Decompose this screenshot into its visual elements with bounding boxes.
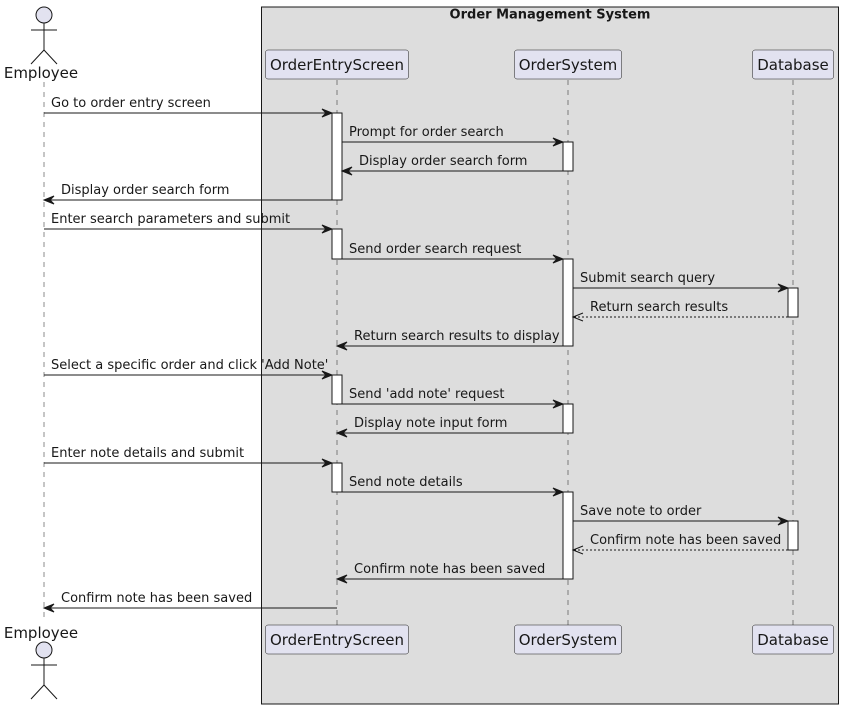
arrowhead-icon [340,166,353,176]
message-label: Return search results [590,300,728,315]
arrowhead-icon [321,224,334,234]
participant-label: OrderSystem [519,56,618,74]
message-label: Confirm note has been saved [61,591,252,606]
message-label: Submit search query [580,271,715,286]
actor-leg-icon [43,684,58,700]
activation-bars [331,112,799,580]
message-9: Return search results to display [335,329,563,351]
participant-label: OrderSystem [519,631,618,649]
participant-box [265,49,409,80]
arrowhead-icon [321,458,334,468]
message-8: Return search results [571,300,788,322]
participant-box [752,49,834,80]
arrowhead-icon [42,195,55,205]
participant-box [752,624,834,655]
arrowhead-icon [552,137,565,147]
message-15: Save note to order [573,504,790,526]
message-6: Send order search request [342,242,565,264]
system-boundary-box [261,6,839,705]
message-3: Display order search form [340,154,563,176]
message-4: Display order search form [42,183,332,205]
actor-head-icon [35,641,53,659]
actor-head-icon [35,6,53,24]
activation-bar-screen [331,462,343,493]
actor-bottom: Employee [4,624,78,700]
arrowhead-icon [777,516,790,526]
message-13: Enter note details and submit [44,446,334,468]
message-label: Display note input form [354,416,507,431]
message-2: Prompt for order search [342,125,565,147]
participant-label: Database [757,56,829,74]
message-label: Send note details [349,475,463,490]
activation-bar-system [562,258,574,347]
message-7: Submit search query [573,271,790,293]
actor-label: Employee [4,64,78,82]
arrowhead-icon [321,108,334,118]
arrowhead-icon [777,283,790,293]
message-10: Select a specific order and click 'Add N… [44,358,334,380]
participant-database-footer: Database [752,624,834,655]
actor-leg-icon [43,49,58,65]
message-label: Save note to order [580,504,702,519]
activation-bar-screen [331,112,343,201]
message-label: Return search results to display [354,329,560,344]
message-14: Send note details [342,475,565,497]
arrowhead-icon [552,487,565,497]
activation-bar-system [562,403,574,434]
participant-screen-footer: OrderEntryScreen [265,624,409,655]
message-label: Enter note details and submit [51,446,244,461]
message-label: Confirm note has been saved [590,533,781,548]
activation-bar-screen [331,228,343,260]
arrowhead-icon [335,574,348,584]
participant-label: OrderEntryScreen [270,56,404,74]
arrowhead-icon [571,312,584,322]
arrowhead-icon [571,545,584,555]
actor-leg-icon [30,684,45,700]
participant-box [514,49,622,80]
participant-system-footer: OrderSystem [514,624,622,655]
message-label: Enter search parameters and submit [51,212,290,227]
message-label: Send 'add note' request [349,387,504,402]
participant-system-header: OrderSystem [514,49,622,80]
arrowhead-icon [42,603,55,613]
participants: EmployeeEmployeeOrderEntryScreenOrderEnt… [4,6,834,700]
participant-label: OrderEntryScreen [270,631,404,649]
activation-bar-database [787,287,799,318]
message-label: Display order search form [359,154,527,169]
activation-bar-screen [331,374,343,405]
participant-box [514,624,622,655]
message-label: Select a specific order and click 'Add N… [51,358,328,373]
actor-leg-icon [30,49,45,65]
arrowhead-icon [335,428,348,438]
message-label: Display order search form [61,183,229,198]
arrowhead-icon [552,254,565,264]
activation-bar-system [562,491,574,580]
message-11: Send 'add note' request [342,387,565,409]
system-boundary-title: Order Management System [450,8,651,23]
message-label: Send order search request [349,242,521,257]
actor-label: Employee [4,624,78,642]
message-18: Confirm note has been saved [42,591,337,613]
message-1: Go to order entry screen [44,96,334,118]
message-label: Confirm note has been saved [354,562,545,577]
participant-box [265,624,409,655]
participant-database-header: Database [752,49,834,80]
actor-top: Employee [4,6,78,82]
participant-screen-header: OrderEntryScreen [265,49,409,80]
message-12: Display note input form [335,416,563,438]
arrowhead-icon [321,370,334,380]
message-17: Confirm note has been saved [335,562,563,584]
message-5: Enter search parameters and submit [44,212,334,234]
arrowhead-icon [335,341,348,351]
message-label: Go to order entry screen [51,96,211,111]
message-label: Prompt for order search [349,125,504,140]
activation-bar-system [562,141,574,172]
arrowhead-icon [552,399,565,409]
participant-label: Database [757,631,829,649]
message-16: Confirm note has been saved [571,533,788,555]
activation-bar-database [787,520,799,551]
